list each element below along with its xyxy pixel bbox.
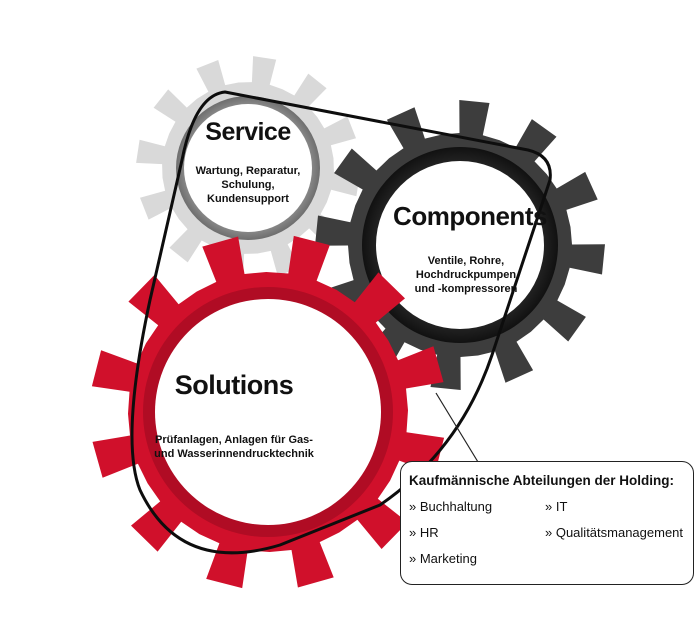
- solutions-title: Solutions: [174, 370, 294, 400]
- item-it: » IT: [545, 499, 568, 514]
- item-marketing: » Marketing: [409, 551, 477, 566]
- components-description: Ventile, Rohre, Hochdruckpumpen und -kom…: [414, 255, 518, 295]
- connecting-belt: [130, 90, 552, 555]
- solutions-gear: [91, 235, 445, 589]
- service-description: Wartung, Reparatur, Schulung, Kundensupp…: [195, 165, 301, 205]
- components-gear: [315, 100, 605, 390]
- service-title: Service: [205, 118, 291, 146]
- item-hr: » HR: [409, 525, 439, 540]
- solutions-description: Prüfanlagen, Anlagen für Gas- und Wasser…: [154, 434, 314, 460]
- holding-departments-box: Kaufmännische Abteilungen der Holding: »…: [400, 461, 694, 585]
- holding-title: Kaufmännische Abteilungen der Holding:: [409, 473, 675, 488]
- item-qualitaetsmanagement: » Qualitätsmanagement: [545, 525, 684, 540]
- pointer-line: [435, 392, 479, 463]
- service-gear: [136, 56, 360, 280]
- components-title: Components: [393, 201, 547, 231]
- item-buchhaltung: » Buchhaltung: [409, 499, 493, 514]
